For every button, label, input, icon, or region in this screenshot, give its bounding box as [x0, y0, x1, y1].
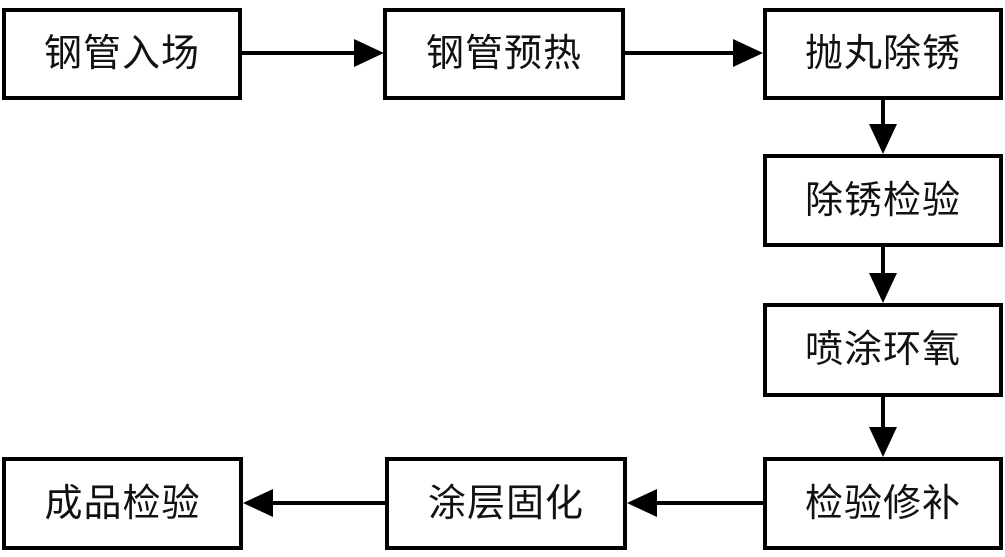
node-steel-pipe-entry: 钢管入场: [2, 8, 242, 100]
node-label: 涂层固化: [427, 482, 584, 525]
arrow-head-down-icon: [869, 273, 897, 303]
node-label: 喷涂环氧: [804, 329, 961, 371]
node-label: 钢管入场: [43, 33, 200, 75]
arrow-line: [881, 397, 885, 427]
node-finished-product-inspection: 成品检验: [2, 457, 243, 550]
node-steel-pipe-preheat: 钢管预热: [383, 8, 625, 100]
arrow-head-down-icon: [869, 124, 897, 154]
arrow-head-down-icon: [869, 427, 897, 457]
node-label: 除锈检验: [804, 179, 961, 222]
arrow-line: [625, 51, 733, 55]
arrow-line: [881, 247, 885, 273]
arrow-line: [881, 100, 885, 124]
node-coating-curing: 涂层固化: [385, 457, 627, 550]
node-label: 检验修补: [804, 482, 961, 525]
node-derust-inspection: 除锈检验: [763, 154, 1003, 247]
arrow-head-right-icon: [354, 39, 384, 67]
arrow-line: [273, 501, 385, 505]
node-label: 抛丸除锈: [804, 33, 961, 75]
node-epoxy-spray: 喷涂环氧: [763, 303, 1003, 397]
arrow-head-left-icon: [627, 489, 657, 517]
arrow-head-left-icon: [243, 489, 273, 517]
arrow-line: [242, 51, 354, 55]
node-shot-blast-derust: 抛丸除锈: [763, 8, 1003, 100]
node-label: 成品检验: [44, 482, 201, 525]
arrow-line: [657, 501, 763, 505]
arrow-head-right-icon: [733, 39, 763, 67]
node-label: 钢管预热: [425, 33, 582, 75]
node-inspection-repair: 检验修补: [763, 457, 1003, 550]
